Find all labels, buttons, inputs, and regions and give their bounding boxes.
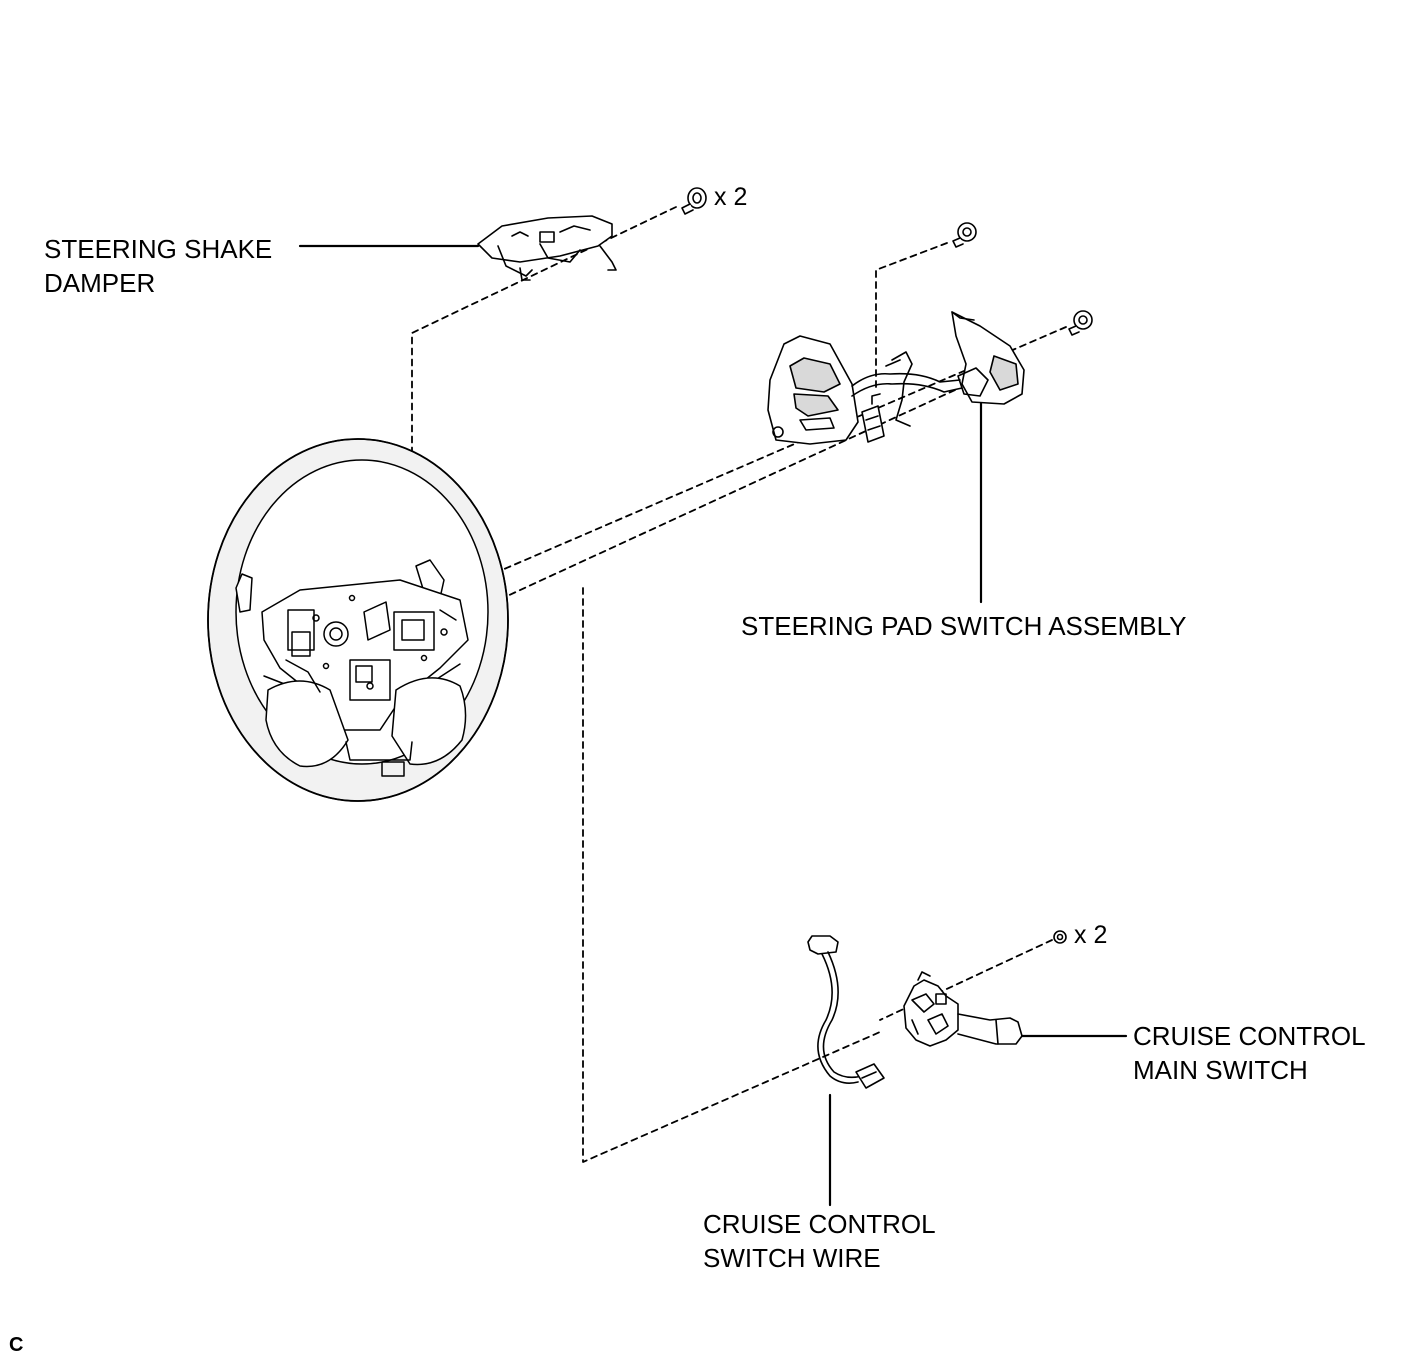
steering-wheel (207, 438, 509, 802)
quantity-main-switch-screws: x 2 (1074, 921, 1108, 949)
cruise-control-switch-wire (807, 935, 885, 1089)
label-line: MAIN SWITCH (1133, 1055, 1308, 1085)
label-line: STEERING PAD SWITCH ASSEMBLY (741, 611, 1187, 641)
label-steering-shake-damper: STEERING SHAKE DAMPER (44, 232, 272, 300)
steering-pad-switch-assembly (767, 311, 1025, 445)
label-line: SWITCH WIRE (703, 1243, 881, 1273)
label-cruise-control-main-switch: CRUISE CONTROL MAIN SWITCH (1133, 1019, 1366, 1087)
cruise-control-main-switch (903, 971, 1023, 1047)
label-line: DAMPER (44, 268, 156, 298)
screw-icon-pad-right (1068, 310, 1093, 336)
corner-code: C (9, 1334, 24, 1356)
switch-wire-alignment-line (582, 587, 881, 1163)
steering-shake-damper (477, 215, 617, 281)
label-line: CRUISE CONTROL (703, 1209, 936, 1239)
screw-icon-damper (681, 187, 707, 215)
leader-lines (298, 244, 1128, 1207)
screw-icon-main-switch (1053, 930, 1067, 944)
label-line: STEERING SHAKE (44, 234, 273, 264)
label-cruise-control-switch-wire: CRUISE CONTROL SWITCH WIRE (703, 1207, 936, 1275)
label-line: CRUISE CONTROL (1133, 1021, 1366, 1051)
label-steering-pad-switch-assembly: STEERING PAD SWITCH ASSEMBLY (741, 609, 1186, 643)
top-screw-alignment-line (875, 242, 948, 391)
quantity-damper-screws: x 2 (714, 183, 748, 211)
screw-icon-pad-top (952, 222, 977, 248)
